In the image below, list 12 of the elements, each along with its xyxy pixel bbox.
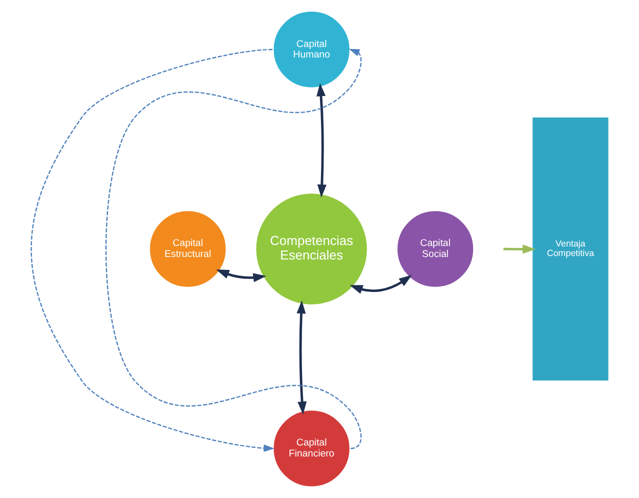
node-circle: Capital Financiero	[272, 410, 350, 488]
arrow	[30, 48, 274, 452]
arrow	[349, 274, 412, 294]
node-circle: Capital Humano	[272, 10, 350, 88]
node-circle: Competencias Esenciales	[254, 192, 368, 306]
arrow	[296, 300, 306, 415]
node-circle: Capital Estructural	[148, 210, 226, 288]
arrow	[104, 48, 362, 450]
arrow	[316, 83, 326, 198]
node-box: Ventaja Competitiva	[531, 116, 609, 382]
arrow	[502, 244, 536, 254]
arrow	[216, 270, 266, 282]
